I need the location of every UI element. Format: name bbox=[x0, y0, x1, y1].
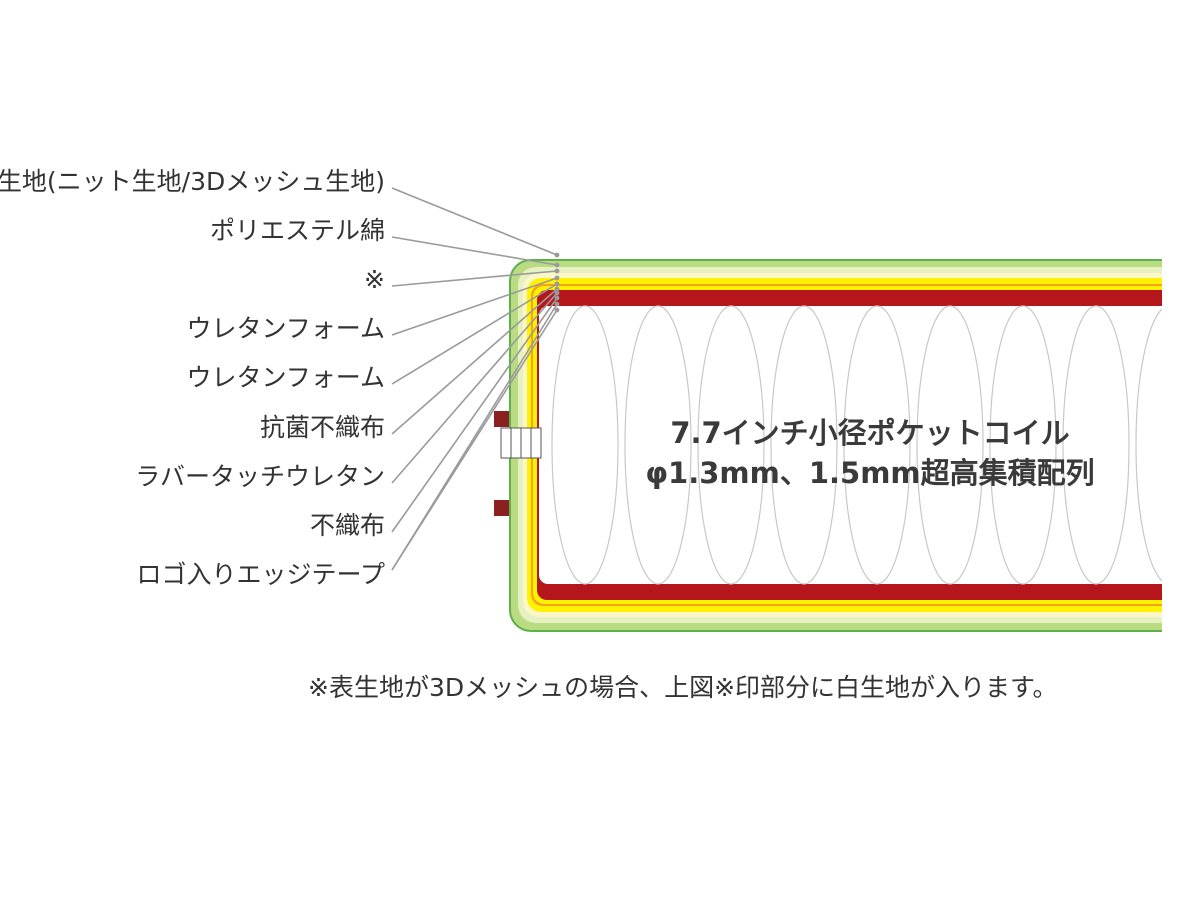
leader-line bbox=[391, 187, 558, 256]
leader-line bbox=[391, 270, 558, 287]
coil-spring bbox=[697, 305, 765, 585]
coil-spring bbox=[1062, 305, 1130, 585]
coil-spring bbox=[916, 305, 984, 585]
leader-line bbox=[391, 288, 558, 435]
edge-tape-top bbox=[494, 411, 509, 427]
leader-dot bbox=[554, 252, 560, 258]
label-polyester-wadding: ポリエステル綿 bbox=[209, 216, 385, 245]
leader-line bbox=[391, 303, 558, 571]
coil-spring bbox=[843, 305, 911, 585]
label-rubber-touch-urethane: ラバータッチウレタン bbox=[135, 462, 385, 491]
coil-spring bbox=[551, 305, 619, 585]
leader-lines bbox=[391, 187, 560, 571]
leader-dot bbox=[554, 290, 560, 296]
leader-line bbox=[391, 292, 558, 484]
edge-tape-bottom bbox=[494, 500, 509, 516]
label-outer-fabric: 表生地(ニット生地/3Dメッシュ生地) bbox=[0, 167, 385, 196]
coil-spring bbox=[1135, 308, 1162, 582]
leader-line bbox=[391, 277, 558, 336]
footnote: ※表生地が3Dメッシュの場合、上図※印部分に白生地が入ります。 bbox=[308, 673, 1058, 702]
edge-tape-label bbox=[500, 427, 542, 459]
label-antibacterial-nonwoven: 抗菌不織布 bbox=[259, 413, 385, 442]
label-logo-edge-tape: ロゴ入りエッジテープ bbox=[136, 560, 385, 589]
coil-spring bbox=[989, 305, 1057, 585]
leader-line bbox=[391, 297, 558, 533]
leader-dot bbox=[554, 295, 560, 301]
label-white-fabric-mark: ※ bbox=[364, 265, 385, 294]
label-urethane-foam-1: ウレタンフォーム bbox=[186, 314, 385, 343]
leader-dot bbox=[554, 268, 560, 274]
coil-title: 7.7インチ小径ポケットコイル bbox=[670, 416, 1070, 450]
leader-line bbox=[391, 236, 558, 266]
leader-dot bbox=[554, 307, 560, 313]
coil-area bbox=[539, 306, 1162, 584]
coil-spec: φ1.3mm、1.5mm超高集積配列 bbox=[645, 456, 1095, 490]
leader-dot bbox=[554, 281, 560, 287]
coil-spring bbox=[624, 305, 692, 585]
label-nonwoven: 不織布 bbox=[309, 511, 385, 540]
label-urethane-foam-2: ウレタンフォーム bbox=[186, 363, 385, 392]
leader-dot bbox=[554, 262, 560, 268]
leader-dot bbox=[554, 301, 560, 307]
leader-line bbox=[391, 283, 558, 385]
leader-dot bbox=[554, 286, 560, 292]
coil-spring bbox=[770, 305, 838, 585]
pocket-coils bbox=[551, 305, 1162, 585]
leader-dot bbox=[554, 275, 560, 281]
mattress-cross-section bbox=[509, 259, 1162, 632]
